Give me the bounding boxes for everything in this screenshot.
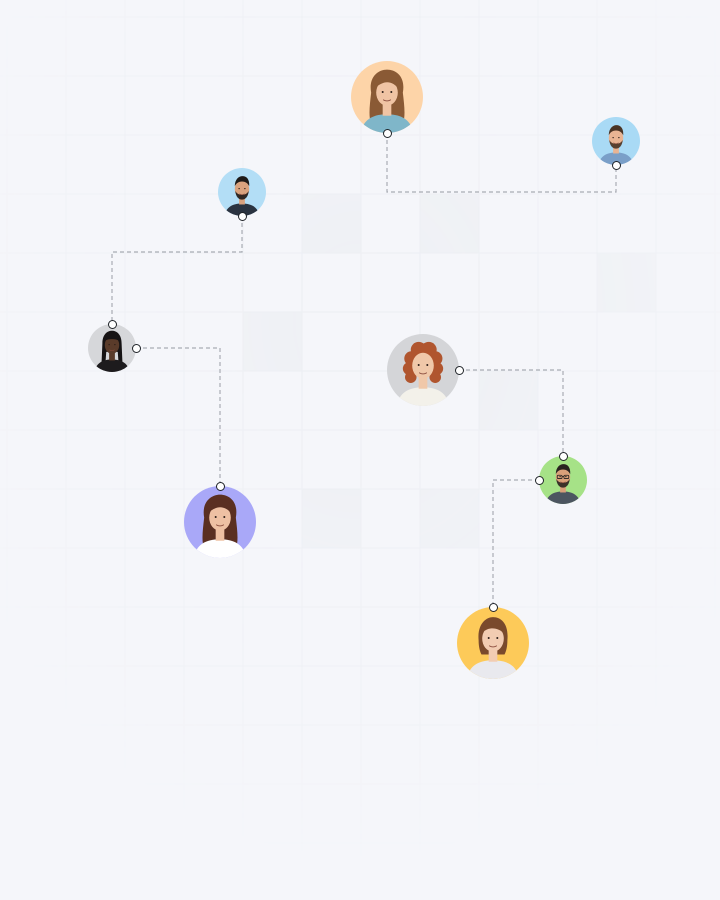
connector-endpoint-dot [107,319,117,329]
connector-line [386,133,617,193]
grid-cell-shaded [420,194,479,253]
avatar-man-beard [218,168,266,216]
avatar-man-denim-jacket [592,117,640,165]
grid-cell-shaded [479,371,538,430]
connector-endpoint-dot [611,160,621,170]
connector-endpoint-dot [454,365,464,375]
grid-cell-shaded [597,253,656,312]
avatar-woman-braids [88,324,136,372]
connector-line [492,479,539,607]
avatar-woman-curly-hair [387,334,459,406]
connector-endpoint-dot [382,128,392,138]
grid-cell-shaded [420,489,479,548]
connector-endpoint-dot [488,602,498,612]
avatar-woman-purple-background [184,486,256,558]
grid-cell-shaded [243,312,302,371]
grid-cell-shaded [302,489,361,548]
connector-endpoint-dot [237,211,247,221]
connector-line [136,347,221,486]
connector-line [111,216,243,324]
connector-line [459,369,564,456]
avatar-woman-long-hair-top [351,61,423,133]
connector-endpoint-dot [131,343,141,353]
connector-endpoint-dot [558,451,568,461]
avatar-woman-yellow-background [457,607,529,679]
connector-endpoint-dot [215,481,225,491]
connector-endpoint-dot [534,475,544,485]
grid-cell-shaded [302,194,361,253]
avatar-man-glasses [539,456,587,504]
